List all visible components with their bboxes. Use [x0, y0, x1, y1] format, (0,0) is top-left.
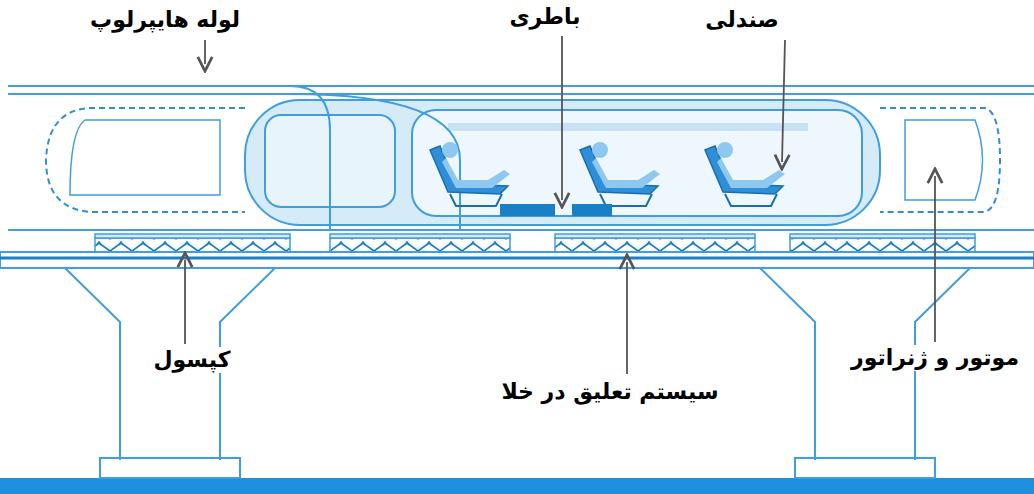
part-label: موتور و ژنراتور: [849, 345, 1021, 371]
part-label: صندلی: [703, 7, 780, 33]
part-label: باطری: [507, 4, 582, 30]
part-label: سیستم تعلیق در خلا: [499, 379, 720, 405]
part-label: کپسول: [151, 347, 232, 373]
part-label: لوله هایپرلوپ: [88, 7, 242, 33]
